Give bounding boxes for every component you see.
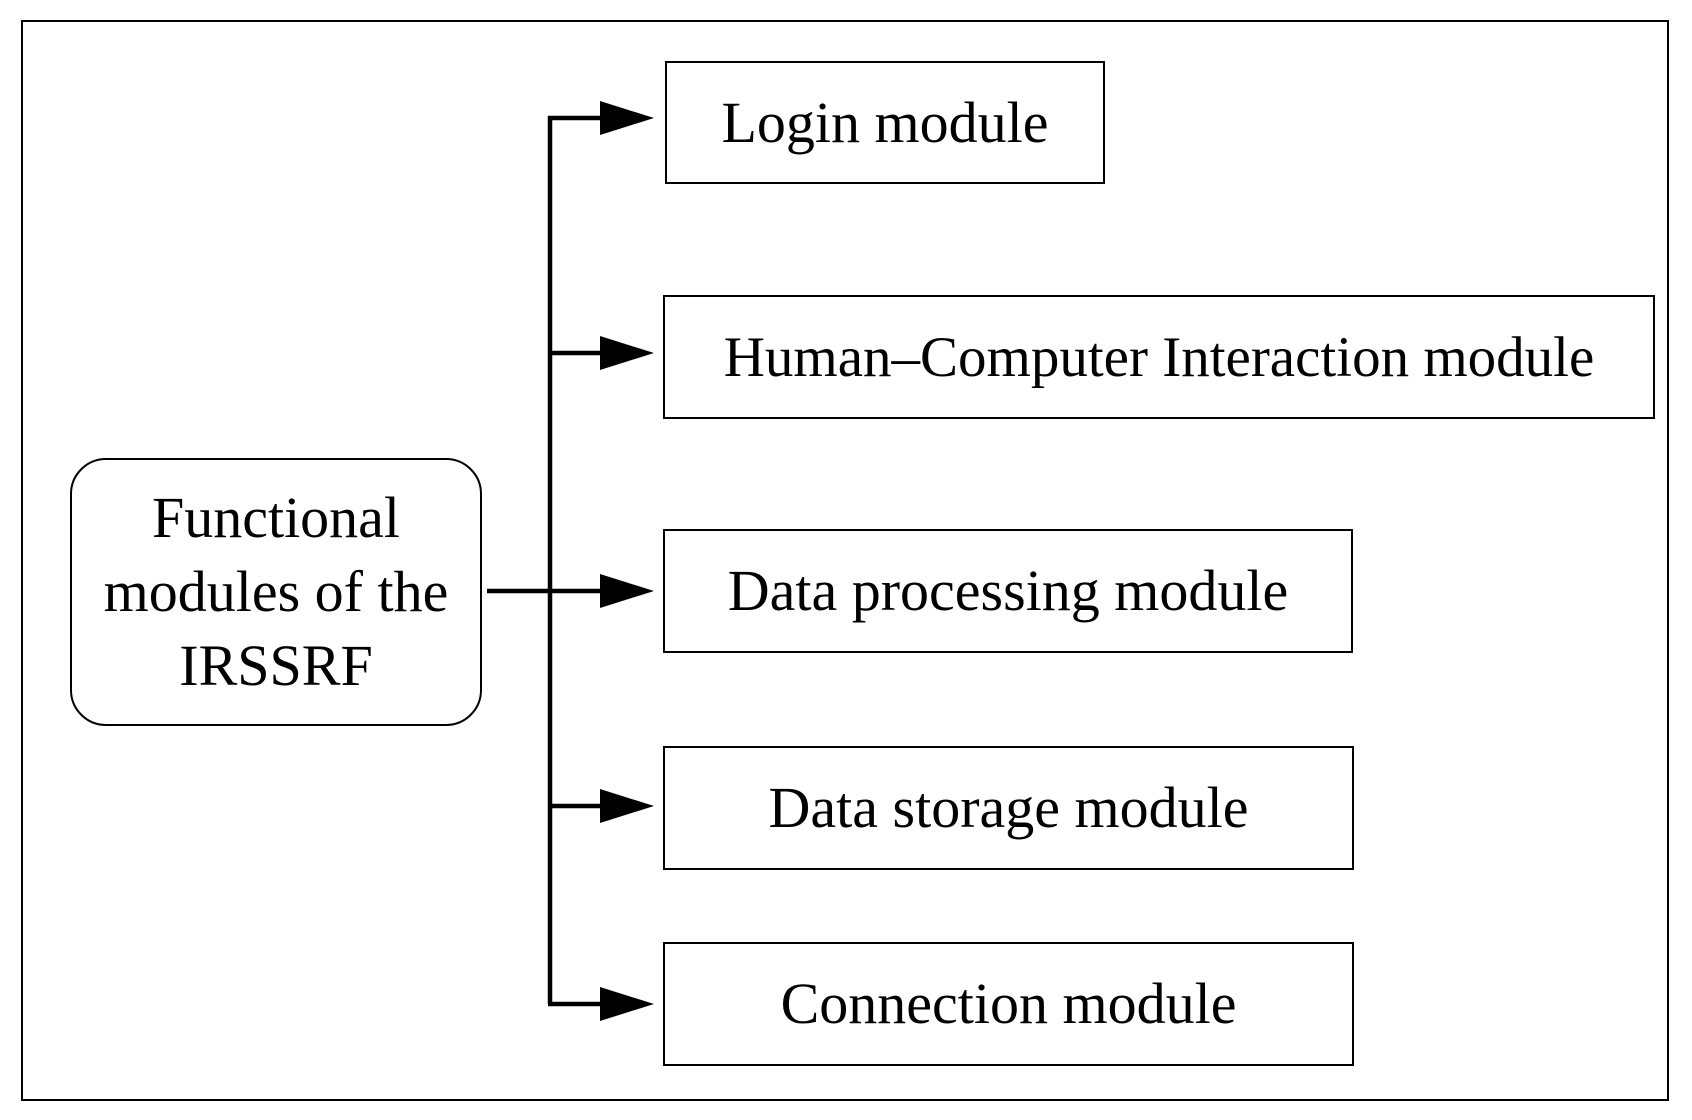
arrowhead-data-storage [600,789,654,823]
root-node: Functional modules of the IRSSRF [70,458,482,726]
arrowhead-connection [600,987,654,1021]
arrowhead-login [600,101,654,135]
module-label-data-processing: Data processing module [727,558,1289,623]
module-node-login: Login module [665,61,1105,184]
arrowhead-data-processing [600,574,654,608]
arrowhead-hci [600,336,654,370]
module-node-hci: Human–Computer Interaction module [663,295,1655,419]
module-label-hci: Human–Computer Interaction module [723,325,1595,389]
module-node-data-processing: Data processing module [663,529,1353,653]
diagram-frame [21,20,1669,1101]
module-label-login: Login module [721,89,1049,155]
module-node-data-storage: Data storage module [663,746,1354,870]
module-label-data-storage: Data storage module [768,775,1249,840]
module-label-connection: Connection module [780,971,1237,1036]
root-node-label: Functional modules of the IRSSRF [103,485,449,698]
module-node-connection: Connection module [663,942,1354,1066]
